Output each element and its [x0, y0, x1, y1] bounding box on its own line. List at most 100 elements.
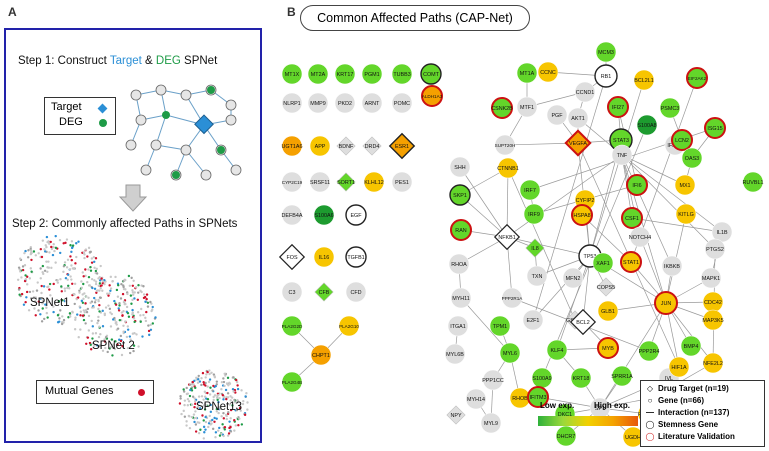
edge-GSK3B-CTNNB1 — [507, 167, 576, 321]
node-drd4: DRD4 — [362, 136, 382, 156]
node-label: CSF1 — [625, 216, 639, 222]
node-defb4a: DEFB4A — [282, 204, 303, 226]
node-stat1: STAT1 — [620, 251, 642, 273]
node-label: NFKB1 — [498, 235, 515, 241]
node-label: PGM1 — [364, 72, 379, 78]
mutual-dot-icon — [138, 389, 145, 396]
node-label: KLHL12 — [364, 180, 383, 186]
node-oas3: OAS3 — [681, 147, 703, 169]
spnet-clusters — [16, 235, 249, 440]
node-label: DEFB4A — [282, 213, 303, 219]
circle-icon: ○ — [647, 396, 653, 405]
node-label: APP — [315, 144, 326, 150]
step1-suffix: SPNet — [184, 55, 218, 67]
node-txn: TXN — [526, 265, 548, 287]
node-ran: RAN — [450, 219, 472, 241]
node-label: MYH11 — [452, 296, 470, 302]
node-mapk1: MAPK1 — [700, 267, 722, 289]
node-shh: SHH — [449, 156, 471, 178]
node-label: PGF — [551, 113, 563, 119]
node-ccnd1: CCND1 — [574, 81, 596, 103]
node-mcm3: MCM3 — [595, 41, 617, 63]
node-label: ISG15 — [707, 126, 722, 132]
step2-heading: Step 2: Commonly affected Paths in SPNet… — [12, 218, 238, 230]
step1-amp: & — [145, 55, 153, 67]
network-legend: ◇Drug Target (n=19) ○Gene (n=66) —Intera… — [640, 380, 765, 447]
panel-a-letter: A — [8, 5, 17, 19]
edge-BCL2L1-TP53 — [589, 79, 645, 257]
node-myl6b: MYL6B — [444, 343, 466, 365]
node-klf4: KLF4 — [546, 339, 568, 361]
node-label: KLF4 — [551, 348, 564, 354]
node-lcn2: LCN2 — [671, 129, 693, 151]
node-bcl2: BCL2 — [569, 308, 597, 336]
node-isg15: ISG15 — [704, 117, 726, 139]
node-label: DRD4 — [365, 144, 380, 150]
node-label: CCNC — [540, 70, 556, 76]
node-label: CFD — [350, 290, 361, 296]
node-kitlg: KITLG — [675, 203, 697, 225]
node-label: IL8 — [531, 246, 539, 252]
node-label: STAT1 — [623, 260, 639, 266]
edge-MYH11-MYL6 — [460, 297, 511, 354]
node-rb1: RB1 — [594, 64, 618, 88]
node-label: DHCR7 — [557, 434, 576, 440]
node-nlrp1: NLRP1 — [281, 92, 303, 114]
node-label: ALDH1A3 — [422, 94, 443, 99]
node-ppp2r1a: PPP2R1A — [502, 287, 523, 309]
node-sort1: SORT1 — [336, 172, 356, 192]
node-label: SKP1 — [453, 193, 467, 199]
node-label: SUPT20H — [495, 143, 516, 148]
node-label: SRSF11 — [310, 180, 330, 186]
spnet-cluster-3 — [178, 369, 249, 440]
node-arnt: ARNT — [361, 92, 383, 114]
node-klhl12: KLHL12 — [363, 171, 385, 193]
node-label: MTF1 — [520, 105, 534, 111]
node-label: EIF2AK2 — [688, 76, 707, 81]
node-ppp2r4: PPP2R4 — [639, 340, 659, 362]
node-pla2g10: PLA2G10 — [338, 315, 359, 337]
step1-target: Target — [109, 55, 142, 67]
node-ifi6: IFI6 — [626, 174, 648, 196]
legend-target-label: Target — [51, 101, 82, 113]
node-ccnc: CCNC — [537, 61, 559, 83]
node-label: RUVBL1 — [743, 180, 764, 186]
edge-TP53-E2F1 — [532, 255, 591, 321]
node-label: MAP3K5 — [702, 318, 723, 324]
node-pgm1: PGM1 — [361, 63, 383, 85]
node-il16: IL16 — [313, 246, 335, 268]
node-tnf: TNF — [611, 144, 633, 166]
node-label: UGT1A6 — [282, 144, 303, 150]
node-label: IKBKB — [664, 264, 680, 270]
node-ctnnb1: CTNNB1 — [497, 157, 519, 179]
red-circle-icon: ◯ — [645, 432, 655, 441]
node-vegfa: VEGFA — [564, 129, 592, 157]
high-exp-label: High exp. — [594, 401, 631, 410]
node-mt1a: MT1A — [516, 62, 538, 84]
node-label: HIF1A — [671, 365, 687, 371]
node-srsf11: SRSF11 — [309, 171, 331, 193]
node-label: MYL6B — [446, 352, 464, 358]
node-label: AKT1 — [571, 116, 584, 122]
node-hspa8: HSPA8 — [571, 204, 593, 226]
node-label: COPS5 — [597, 285, 615, 291]
node-label: IL16 — [319, 255, 330, 261]
node-label: CDC42 — [704, 300, 722, 306]
node-label: PTGS2 — [706, 247, 724, 253]
node-ruvbl1: RUVBL1 — [743, 171, 764, 193]
node-label: IFITM3 — [529, 395, 546, 401]
edge-HSPA8-STAT1 — [581, 214, 632, 263]
legend-stemness: Stemness Gene — [658, 420, 719, 429]
bold-circle-icon: ◯ — [645, 420, 655, 429]
node-notch4: NOTCH4 — [629, 226, 651, 248]
node-fos: FOS — [278, 243, 306, 271]
node-e2f1: E2F1 — [522, 309, 544, 331]
mutual-genes-legend: Mutual Genes — [36, 380, 154, 404]
node-ifi27: IFI27 — [607, 96, 629, 118]
cap-net-title: Common Affected Paths (CAP-Net) — [300, 5, 530, 31]
node-pla2g4b: PLA2G4B — [281, 371, 303, 393]
edge-CSF1-IL1B — [631, 217, 723, 233]
edge-SHH-NFKB1 — [459, 166, 508, 238]
node-label: KRT17 — [337, 72, 354, 78]
node-label: BCL2L1 — [634, 78, 653, 84]
